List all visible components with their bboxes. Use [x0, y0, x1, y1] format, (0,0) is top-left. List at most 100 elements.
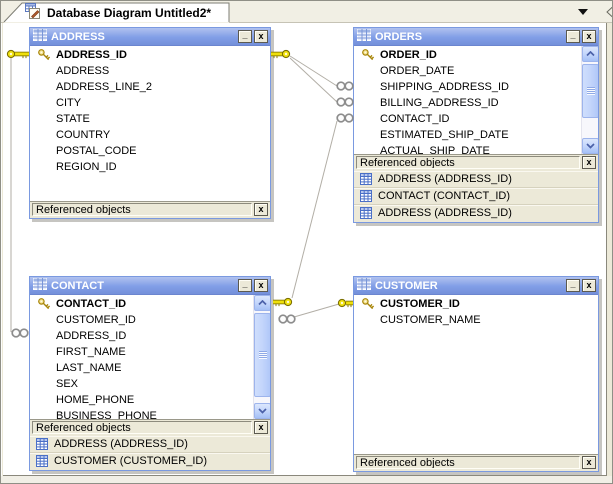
- close-referenced-button[interactable]: x: [582, 456, 596, 469]
- scrollbar-track[interactable]: [582, 62, 598, 138]
- column-name: CONTACT_ID: [56, 298, 127, 310]
- column-name: CONTACT_ID: [380, 113, 450, 125]
- column-row-city[interactable]: CITY: [30, 95, 270, 111]
- column-row-first_name[interactable]: FIRST_NAME: [30, 344, 253, 360]
- column-row-shipping_address_id[interactable]: SHIPPING_ADDRESS_ID: [354, 79, 581, 95]
- table-grid-icon: [36, 438, 48, 450]
- referenced-object-label: ADDRESS (ADDRESS_ID): [378, 173, 512, 185]
- column-name: ORDER_DATE: [380, 65, 455, 77]
- close-button[interactable]: x: [254, 30, 268, 43]
- referenced-objects-label: Referenced objects: [356, 456, 580, 469]
- referenced-object-item[interactable]: CUSTOMER (CUSTOMER_ID): [30, 453, 270, 470]
- diagram-icon: [25, 3, 41, 19]
- column-name: CUSTOMER_ID: [56, 314, 136, 326]
- table-icon: [357, 28, 371, 46]
- column-row-state[interactable]: STATE: [30, 111, 270, 127]
- scroll-down-icon[interactable]: [254, 403, 270, 419]
- column-row-customer_id[interactable]: CUSTOMER_ID: [30, 312, 253, 328]
- tab-shape: [1, 1, 612, 23]
- column-row-address_id[interactable]: ADDRESS_ID: [30, 47, 270, 63]
- referenced-object-item[interactable]: ADDRESS (ADDRESS_ID): [354, 171, 598, 188]
- table-titlebar[interactable]: CUSTOMER _ x: [354, 277, 598, 295]
- table-icon: [33, 277, 47, 295]
- vertical-scrollbar[interactable]: [253, 295, 270, 419]
- column-row-customer_name[interactable]: CUSTOMER_NAME: [354, 312, 598, 328]
- minimize-button[interactable]: _: [566, 30, 580, 43]
- close-button[interactable]: x: [254, 279, 268, 292]
- column-row-customer_id[interactable]: CUSTOMER_ID: [354, 296, 598, 312]
- column-row-address_id[interactable]: ADDRESS_ID: [30, 328, 253, 344]
- table-grid-icon: [36, 455, 48, 467]
- minimize-button[interactable]: _: [238, 279, 252, 292]
- scroll-up-icon[interactable]: [254, 295, 270, 311]
- column-name: ADDRESS: [56, 65, 110, 77]
- column-row-order_date[interactable]: ORDER_DATE: [354, 63, 581, 79]
- close-referenced-button[interactable]: x: [254, 203, 268, 216]
- scrollbar-thumb[interactable]: [254, 313, 270, 397]
- scrollbar-grip-icon: [259, 351, 267, 359]
- column-name: ORDER_ID: [380, 49, 437, 61]
- table-titlebar[interactable]: ADDRESS _ x: [30, 28, 270, 46]
- column-row-address_line_2[interactable]: ADDRESS_LINE_2: [30, 79, 270, 95]
- column-name: CUSTOMER_ID: [380, 298, 460, 310]
- vertical-scrollbar[interactable]: [581, 46, 598, 154]
- referenced-objects-bar: Referenced objects x: [354, 154, 598, 171]
- minimize-button[interactable]: _: [566, 279, 580, 292]
- column-row-contact_id[interactable]: CONTACT_ID: [30, 296, 253, 312]
- table-icon: [33, 28, 47, 46]
- table-window-orders: ORDERS _ x ORDER_ID ORDER_DATE SHIPPING_AD…: [353, 27, 599, 223]
- primary-key-icon: [37, 297, 51, 311]
- scrollbar-track[interactable]: [254, 311, 270, 403]
- referenced-object-label: CONTACT (CONTACT_ID): [378, 190, 510, 202]
- referenced-objects-bar: Referenced objects x: [30, 201, 270, 218]
- column-row-country[interactable]: COUNTRY: [30, 127, 270, 143]
- close-referenced-button[interactable]: x: [582, 156, 596, 169]
- scroll-down-icon[interactable]: [582, 138, 598, 154]
- column-row-contact_id[interactable]: CONTACT_ID: [354, 111, 581, 127]
- column-row-address[interactable]: ADDRESS: [30, 63, 270, 79]
- column-row-region_id[interactable]: REGION_ID: [30, 159, 270, 175]
- column-row-billing_address_id[interactable]: BILLING_ADDRESS_ID: [354, 95, 581, 111]
- column-row-sex[interactable]: SEX: [30, 376, 253, 392]
- table-window-address: ADDRESS _ x ADDRESS_ID ADDRESS ADDRESS_LIN…: [29, 27, 271, 219]
- tab-database-diagram[interactable]: Database Diagram Untitled2*: [23, 3, 211, 22]
- referenced-object-item[interactable]: ADDRESS (ADDRESS_ID): [30, 436, 270, 453]
- table-window-customer: CUSTOMER _ x CUSTOMER_ID CUSTOMER_NAME Re…: [353, 276, 599, 472]
- table-title: CONTACT: [51, 279, 104, 292]
- table-icon: [357, 277, 371, 295]
- referenced-objects-bar: Referenced objects x: [354, 454, 598, 471]
- referenced-object-item[interactable]: CONTACT (CONTACT_ID): [354, 188, 598, 205]
- column-row-last_name[interactable]: LAST_NAME: [30, 360, 253, 376]
- column-row-home_phone[interactable]: HOME_PHONE: [30, 392, 253, 408]
- primary-key-icon: [37, 48, 51, 62]
- column-name: LAST_NAME: [56, 362, 122, 374]
- tab-dropdown-arrow-icon[interactable]: [578, 9, 588, 15]
- referenced-objects-label: Referenced objects: [32, 421, 252, 434]
- table-title: ORDERS: [375, 30, 423, 43]
- close-button[interactable]: x: [582, 279, 596, 292]
- scrollbar-thumb[interactable]: [582, 64, 598, 118]
- column-name: CITY: [56, 97, 82, 109]
- column-name: BUSINESS_PHONE: [56, 410, 157, 419]
- column-row-order_id[interactable]: ORDER_ID: [354, 47, 581, 63]
- close-button[interactable]: x: [582, 30, 596, 43]
- column-row-estimated_ship_date[interactable]: ESTIMATED_SHIP_DATE: [354, 127, 581, 143]
- column-name: SHIPPING_ADDRESS_ID: [380, 81, 509, 93]
- column-row-actual_ship_date[interactable]: ACTUAL_SHIP_DATE: [354, 143, 581, 154]
- column-name: COUNTRY: [56, 129, 111, 141]
- referenced-object-label: ADDRESS (ADDRESS_ID): [378, 207, 512, 219]
- minimize-button[interactable]: _: [238, 30, 252, 43]
- referenced-object-item[interactable]: ADDRESS (ADDRESS_ID): [354, 205, 598, 222]
- table-grid-icon: [360, 207, 372, 219]
- column-row-postal_code[interactable]: POSTAL_CODE: [30, 143, 270, 159]
- scroll-left-icon[interactable]: [604, 4, 613, 20]
- column-row-business_phone[interactable]: BUSINESS_PHONE: [30, 408, 253, 419]
- scroll-up-icon[interactable]: [582, 46, 598, 62]
- column-name: SEX: [56, 378, 79, 390]
- window-right-edge: [607, 23, 612, 483]
- column-name: ESTIMATED_SHIP_DATE: [380, 129, 509, 141]
- table-titlebar[interactable]: CONTACT _ x: [30, 277, 270, 295]
- table-titlebar[interactable]: ORDERS _ x: [354, 28, 598, 46]
- close-referenced-button[interactable]: x: [254, 421, 268, 434]
